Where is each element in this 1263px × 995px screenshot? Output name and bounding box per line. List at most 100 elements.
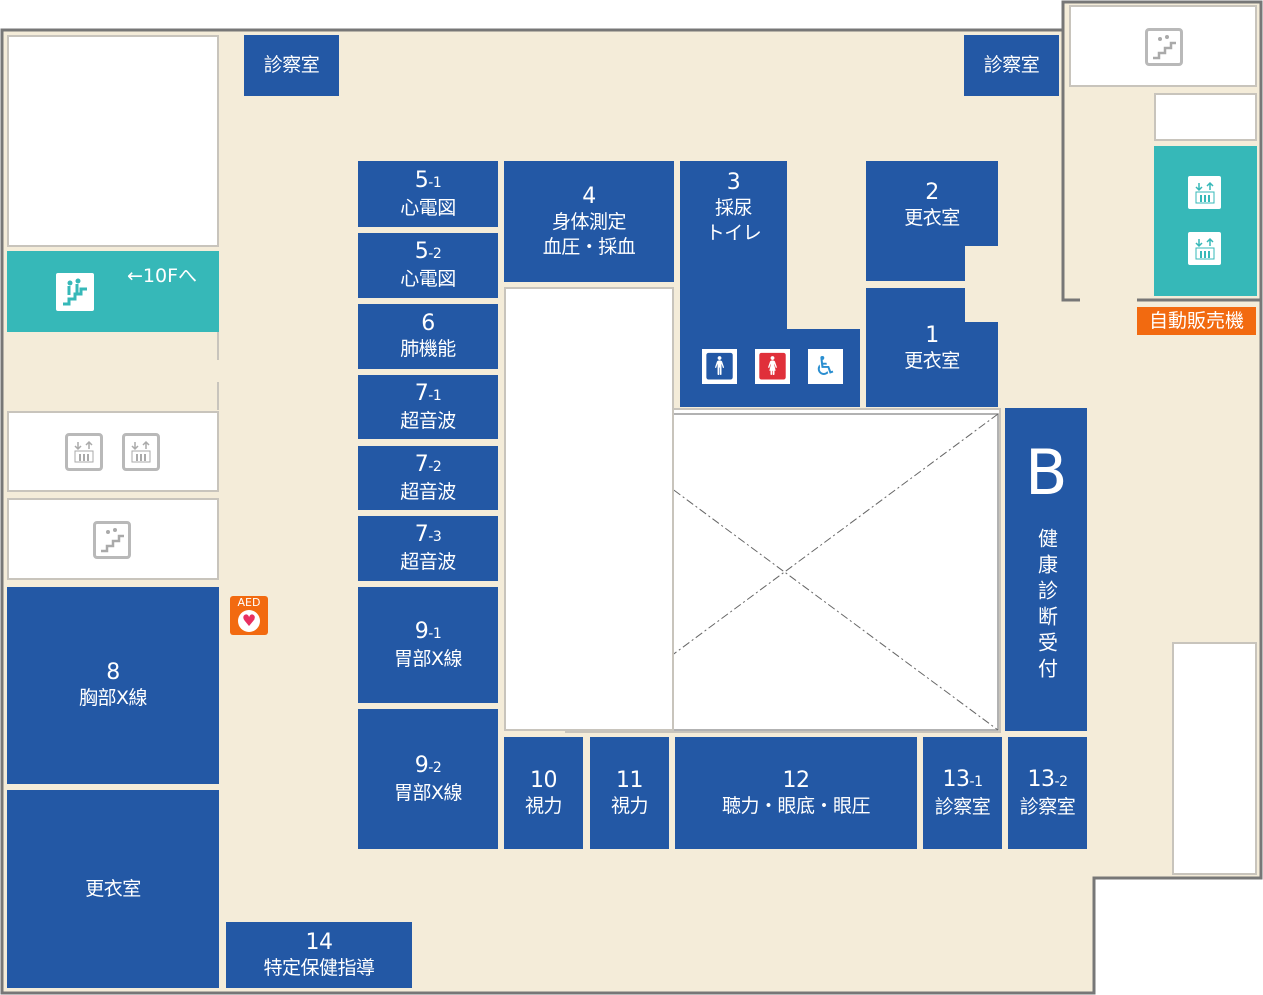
room-sub: -2: [428, 458, 442, 475]
aed-icon[interactable]: AED♥: [230, 596, 268, 635]
room-label: 胸部X線: [78, 687, 148, 709]
room-7-3[interactable]: 7-3 超音波: [358, 516, 498, 581]
room-label: 心電図: [400, 268, 456, 290]
room-sub: -2: [428, 759, 442, 776]
room-label: 聴力・眼底・眼圧: [721, 794, 871, 817]
room-label: 採尿: [714, 197, 753, 219]
female-toilet-icon: 🚺︎: [755, 349, 790, 384]
room-label: 胃部X線: [393, 647, 463, 670]
vending-machine-label: 自動販売機: [1137, 307, 1256, 335]
room-number: 7: [414, 380, 429, 406]
room-label: 胃部X線: [393, 781, 463, 804]
room-label: 診察室: [1019, 795, 1076, 818]
room-exam-left[interactable]: 診察室: [244, 35, 339, 96]
room-number: 12: [782, 767, 811, 793]
reception-letter: B: [1024, 436, 1068, 509]
room-number: 1: [925, 322, 939, 348]
aed-label: AED: [237, 596, 261, 609]
room-exam-right[interactable]: 診察室: [964, 35, 1059, 96]
room-label: 更衣室: [904, 206, 960, 229]
room-5-2[interactable]: 5-2 心電図: [358, 233, 498, 298]
room-sub: -1: [428, 174, 442, 191]
room-number: 11: [616, 767, 644, 793]
room-number: 5: [414, 167, 429, 193]
stairs-hall: [7, 498, 219, 580]
room-1-shape: [866, 288, 998, 407]
room-locker[interactable]: 更衣室: [7, 790, 219, 988]
room-number: 9: [414, 618, 429, 644]
room-label: 診察室: [934, 795, 991, 818]
room-9-2[interactable]: 9-2 胃部X線: [358, 709, 498, 849]
room-sub: -2: [1054, 773, 1068, 790]
elevator-icon: [122, 433, 160, 471]
room-3-shape: [680, 161, 860, 407]
room-label-2: トイレ: [705, 222, 762, 244]
room-number: 7: [414, 522, 429, 547]
room-5-1[interactable]: 5-1 心電図: [358, 161, 498, 227]
room-number: 8: [106, 660, 120, 685]
room-number: 10: [530, 767, 558, 793]
room-label: 肺機能: [400, 338, 456, 360]
stairs-icon: [1145, 28, 1183, 66]
elevator-icon: [1188, 232, 1221, 265]
room-label: 超音波: [400, 551, 456, 573]
room-13-2[interactable]: 13-2 診察室: [1008, 737, 1087, 849]
room-number: 14: [305, 929, 334, 955]
room-9-1[interactable]: 9-1 胃部X線: [358, 587, 498, 703]
room-sub: -3: [428, 529, 442, 545]
room-number: 9: [414, 752, 429, 778]
room-sub: -1: [969, 773, 983, 790]
room-number: 2: [925, 179, 939, 205]
room-label: 更衣室: [904, 349, 960, 372]
male-toilet-icon: 🚹︎: [702, 349, 737, 384]
room-number: 13: [1027, 766, 1056, 792]
blank-area: [7, 35, 219, 247]
room-sub: -1: [428, 625, 442, 642]
room-2-shape: [866, 161, 998, 281]
elevator-hall: [7, 411, 219, 492]
elevator-icon: [65, 433, 103, 471]
room-7-1[interactable]: 7-1 超音波: [358, 375, 498, 439]
room-label: 診察室: [983, 54, 1040, 76]
room-label: 健康診断受付: [1034, 528, 1059, 684]
room-label: 視力: [524, 794, 563, 817]
room-label: 更衣室: [85, 877, 141, 900]
room-sub: -1: [428, 387, 442, 404]
room-number: 6: [421, 311, 435, 336]
blank-area: [504, 287, 674, 731]
room-label: 身体測定: [551, 210, 627, 233]
room-number: 3: [726, 170, 741, 195]
room-label: 超音波: [400, 480, 456, 503]
stairs-hall-right: [1069, 5, 1257, 87]
room-label: 超音波: [400, 409, 456, 432]
room-7-2[interactable]: 7-2 超音波: [358, 446, 498, 510]
stairs-note: ←10Fへ: [127, 265, 198, 287]
elevator-area-right[interactable]: [1154, 146, 1257, 296]
reception-b[interactable]: B 健康診断受付: [1005, 408, 1087, 731]
room-sub: -2: [428, 246, 442, 262]
stairs-icon: [93, 521, 131, 559]
stairs-icon: [56, 273, 94, 311]
room-number: 5: [414, 239, 429, 264]
room-label: 視力: [610, 794, 649, 817]
room-label: 診察室: [263, 54, 320, 76]
room-label: 心電図: [400, 196, 456, 219]
elevator-icon: [1188, 176, 1221, 209]
room-number: 7: [414, 451, 429, 477]
blank-area: [1172, 642, 1257, 875]
blank-area: [1154, 93, 1257, 141]
accessible-toilet-icon: ♿︎: [808, 349, 843, 384]
room-label: 特定保健指導: [263, 956, 375, 979]
stairs-area-10f[interactable]: ←10Fへ: [7, 251, 219, 332]
